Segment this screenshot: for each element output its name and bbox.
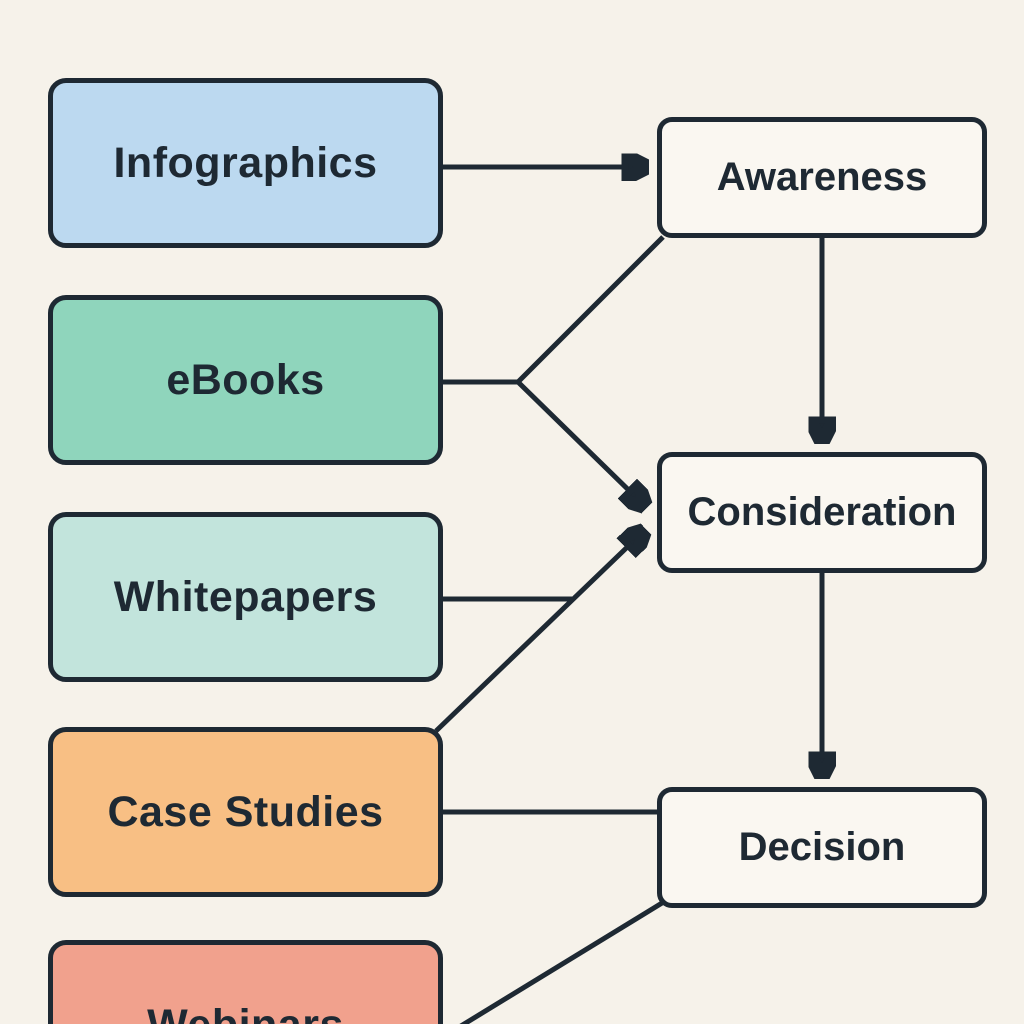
node-label: Infographics bbox=[113, 138, 378, 187]
edge-casestudies-consideration bbox=[434, 531, 644, 733]
edge-ebooks-consideration bbox=[516, 380, 645, 506]
node-whitepapers: Whitepapers bbox=[48, 512, 443, 682]
node-ebooks: eBooks bbox=[48, 295, 443, 465]
node-label: Decision bbox=[738, 825, 906, 869]
node-decision: Decision bbox=[657, 787, 987, 908]
node-infographics: Infographics bbox=[48, 78, 443, 248]
edge-ebooks-awareness bbox=[440, 235, 665, 385]
node-label: Consideration bbox=[687, 490, 957, 534]
node-webinars: Webinars bbox=[48, 940, 443, 1024]
node-label: Whitepapers bbox=[113, 572, 378, 621]
edge-webinars-decision bbox=[459, 900, 664, 1024]
node-consideration: Consideration bbox=[657, 452, 987, 573]
node-label: eBooks bbox=[166, 355, 325, 404]
node-label: Awareness bbox=[716, 155, 928, 199]
node-label: Webinars bbox=[147, 1001, 344, 1024]
node-label: Case Studies bbox=[107, 787, 384, 836]
node-awareness: Awareness bbox=[657, 117, 987, 238]
node-case-studies: Case Studies bbox=[48, 727, 443, 897]
